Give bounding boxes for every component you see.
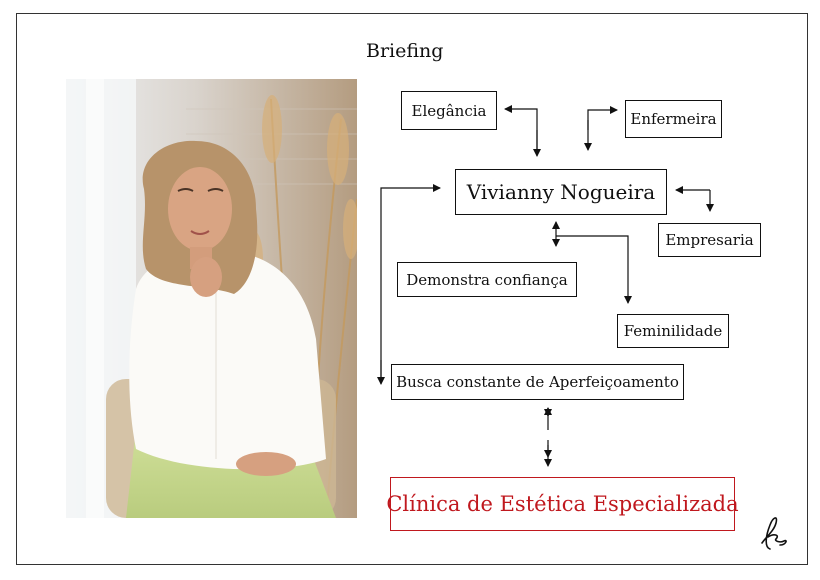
page-frame	[16, 13, 808, 565]
page-title: Briefing	[366, 40, 444, 62]
node-enfermeira: Enfermeira	[625, 100, 722, 138]
node-aperfeicoamento: Busca constante de Aperfeiçoamento	[391, 364, 684, 400]
signature-mark	[761, 517, 787, 550]
arrow-elegancia	[504, 105, 538, 152]
node-clinica: Clínica de Estética Especializada	[386, 477, 739, 531]
node-center: Vivianny Nogueira	[455, 169, 667, 215]
arrow-enfermeira	[587, 106, 618, 130]
portrait-photo	[66, 79, 357, 518]
node-confianca: Demonstra confiança	[397, 262, 577, 297]
node-empresaria: Empresaria	[658, 223, 761, 257]
arrow-aperfeicoamento	[380, 184, 441, 380]
arrow-feminilidade	[556, 235, 632, 304]
node-elegancia: Elegância	[401, 91, 497, 130]
node-feminilidade: Feminilidade	[617, 314, 729, 348]
